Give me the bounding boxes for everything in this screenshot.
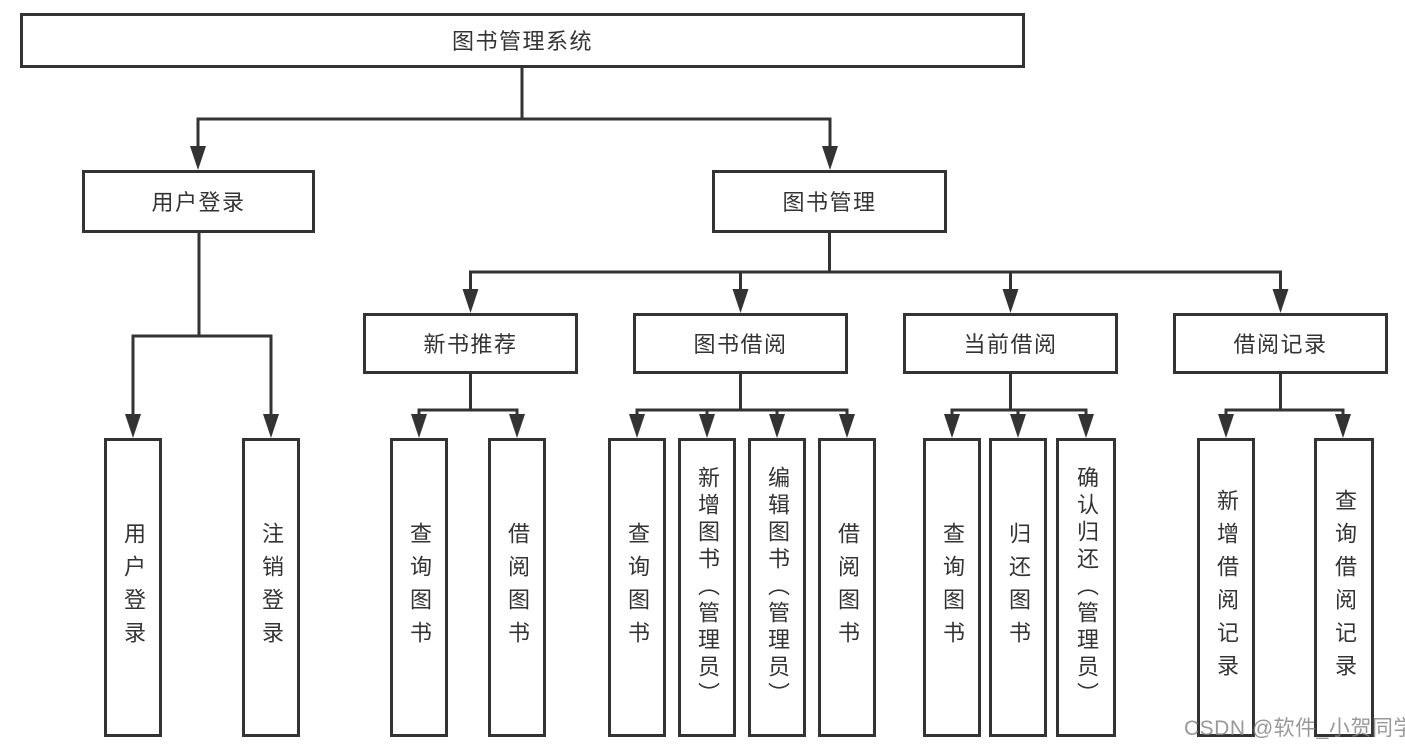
node-label: 注销登录	[259, 521, 284, 654]
node-label: 图书管理系统	[451, 28, 593, 54]
node-user-login: 用户登录	[82, 170, 315, 233]
leaf-user-login: 用户登录	[104, 438, 162, 737]
leaf-query-borrow-record: 查询借阅记录	[1314, 438, 1374, 737]
node-label: 新增图书（管理员）	[695, 466, 720, 709]
node-label: 图书管理	[782, 189, 877, 215]
node-label: 用户登录	[151, 189, 246, 215]
leaf-return-books: 归还图书	[989, 438, 1047, 737]
node-library-management-system: 图书管理系统	[20, 13, 1025, 68]
node-label: 编辑图书（管理员）	[765, 466, 790, 709]
node-label: 查询图书	[625, 521, 650, 654]
leaf-query-books-recommend: 查询图书	[390, 438, 448, 737]
node-label: 确认归还（管理员）	[1074, 466, 1099, 709]
node-label: 借阅图书	[835, 521, 860, 654]
node-label: 新增借阅记录	[1214, 488, 1239, 687]
leaf-edit-book-admin: 编辑图书（管理员）	[748, 438, 806, 737]
node-label: 新书推荐	[423, 331, 518, 357]
node-label: 查询借阅记录	[1332, 488, 1357, 687]
leaf-query-books-current: 查询图书	[923, 438, 981, 737]
node-label: 归还图书	[1006, 521, 1031, 654]
leaf-add-borrow-record: 新增借阅记录	[1197, 438, 1255, 737]
node-label: 图书借阅	[693, 331, 788, 357]
leaf-logout: 注销登录	[242, 438, 300, 737]
node-borrow-records: 借阅记录	[1173, 313, 1388, 374]
node-label: 借阅记录	[1233, 331, 1328, 357]
leaf-borrow-books-recommend: 借阅图书	[488, 438, 546, 737]
leaf-add-book-admin: 新增图书（管理员）	[678, 438, 736, 737]
node-label: 借阅图书	[505, 521, 530, 654]
node-current-borrowing: 当前借阅	[903, 313, 1118, 374]
leaf-confirm-return-admin: 确认归还（管理员）	[1056, 438, 1116, 737]
node-label: 用户登录	[121, 521, 146, 654]
node-label: 查询图书	[407, 521, 432, 654]
leaf-borrow-books-borrowing: 借阅图书	[818, 438, 876, 737]
csdn-watermark: CSDN @软件_小贺同学	[1184, 717, 1405, 740]
node-book-management: 图书管理	[712, 170, 947, 233]
node-label: 当前借阅	[963, 331, 1058, 357]
leaf-query-books-borrowing: 查询图书	[608, 438, 666, 737]
node-label: 查询图书	[940, 521, 965, 654]
node-book-borrowing: 图书借阅	[633, 313, 848, 374]
node-new-book-recommend: 新书推荐	[363, 313, 578, 374]
